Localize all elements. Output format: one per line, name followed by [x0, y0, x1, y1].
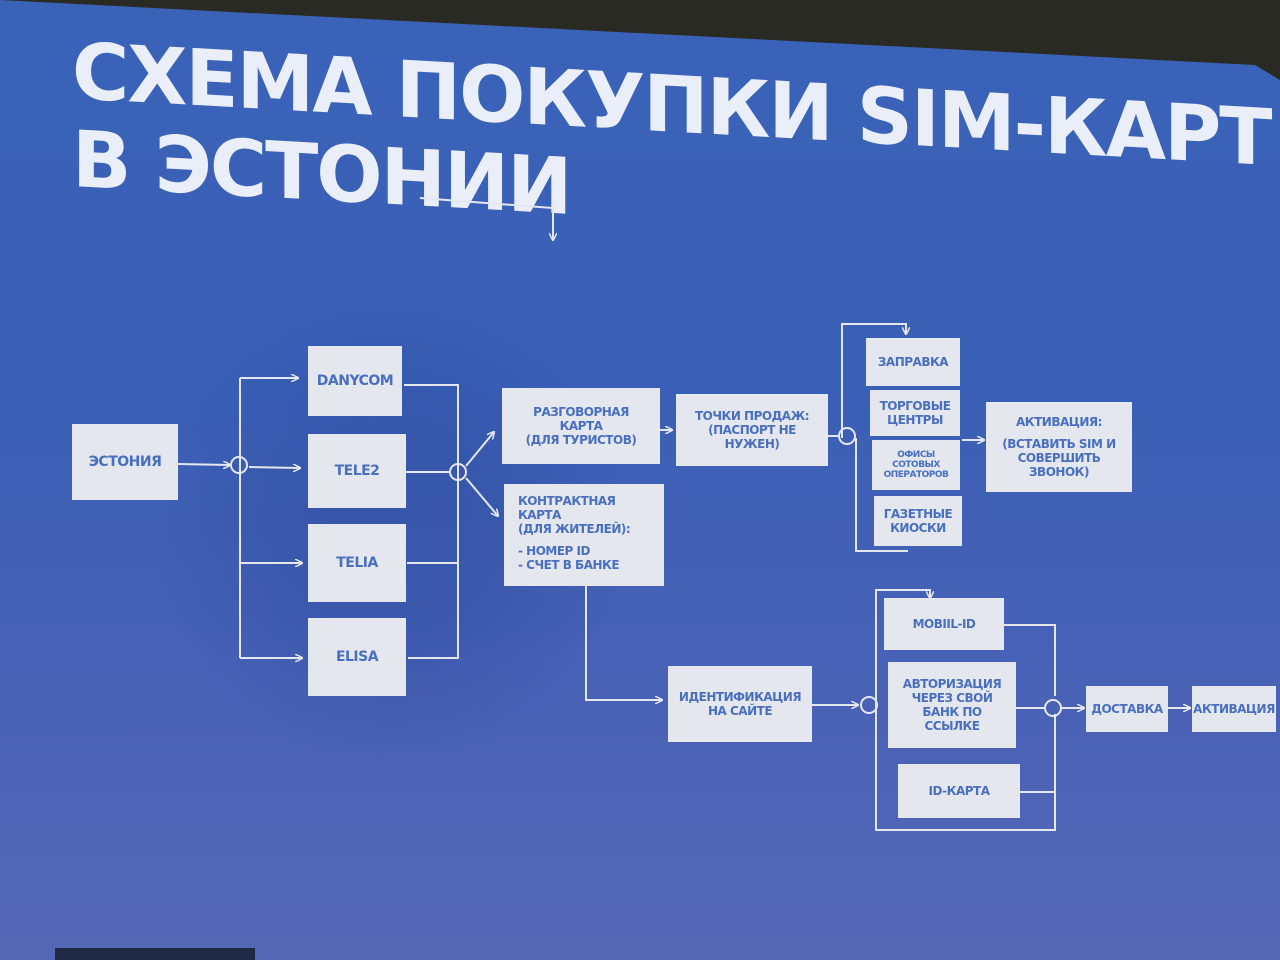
contract-line-1: КОНТРАКТНАЯ КАРТА — [518, 494, 616, 522]
offices-line-2: СОТОВЫХ — [892, 460, 940, 470]
bank-auth-line-1: АВТОРИЗАЦИЯ — [902, 677, 1002, 691]
activation-prepaid-line-4: СОВЕРШИТЬ ЗВОНОК) — [1017, 451, 1101, 479]
node-danycom-label: DANYCOM — [316, 373, 394, 389]
node-operator-offices: ОФИСЫ СОТОВЫХ ОПЕРАТОРОВ — [872, 440, 960, 490]
malls-line-2: ЦЕНТРЫ — [887, 413, 943, 427]
node-points-of-sale: ТОЧКИ ПРОДАЖ: (ПАСПОРТ НЕ НУЖЕН) — [676, 394, 828, 466]
node-contract-card: КОНТРАКТНАЯ КАРТА (ДЛЯ ЖИТЕЛЕЙ): - НОМЕР… — [504, 484, 664, 586]
delivery-label: ДОСТАВКА — [1091, 702, 1163, 716]
junction-auth — [1044, 699, 1062, 717]
contract-line-2: (ДЛЯ ЖИТЕЛЕЙ): — [518, 522, 631, 536]
newsstands-line-2: КИОСКИ — [890, 521, 946, 535]
retail-bracket-top — [841, 323, 906, 438]
node-site-identification: ИДЕНТИФИКАЦИЯ НА САЙТЕ — [668, 666, 812, 742]
node-danycom: DANYCOM — [308, 346, 402, 416]
node-delivery: ДОСТАВКА — [1086, 686, 1168, 732]
node-elisa-label: ELISA — [335, 649, 379, 665]
link-tele2 — [248, 467, 300, 468]
node-activation-final: АКТИВАЦИЯ — [1192, 686, 1276, 732]
pos-line-1: ТОЧКИ ПРОДАЖ: — [694, 409, 810, 423]
junction-identification — [860, 696, 878, 714]
operators-bus-right — [404, 384, 459, 659]
activation-final-label: АКТИВАЦИЯ — [1193, 702, 1275, 716]
link-to-contract — [465, 477, 498, 516]
activation-prepaid-line-3: (ВСТАВИТЬ SIM И — [1002, 437, 1116, 451]
bank-auth-line-2: ЧЕРЕЗ СВОЙ — [911, 691, 993, 705]
node-elisa: ELISA — [308, 618, 406, 696]
node-bank-auth: АВТОРИЗАЦИЯ ЧЕРЕЗ СВОЙ БАНК ПО ССЫЛКЕ — [888, 662, 1016, 748]
link-estonia-junction — [177, 464, 230, 465]
auth-bracket-bottom — [875, 705, 1056, 831]
link-contract-identification — [585, 586, 662, 700]
node-id-card: ID-КАРТА — [898, 764, 1020, 818]
junction-pos — [838, 427, 856, 445]
prepaid-line-2: (ДЛЯ ТУРИСТОВ) — [525, 433, 637, 447]
retail-bracket-bottom — [855, 438, 908, 552]
link-mobilid-junction — [1004, 624, 1056, 696]
bank-auth-line-3: БАНК ПО ССЫЛКЕ — [922, 705, 982, 733]
node-telia-label: TELIA — [336, 555, 378, 571]
malls-line-1: ТОРГОВЫЕ — [879, 399, 951, 413]
node-malls: ТОРГОВЫЕ ЦЕНТРЫ — [870, 390, 960, 436]
node-estonia: ЭСТОНИЯ — [72, 424, 178, 500]
junction-operators — [449, 463, 467, 481]
activation-prepaid-line-1: АКТИВАЦИЯ: — [1016, 415, 1102, 429]
node-estonia-label: ЭСТОНИЯ — [88, 454, 162, 470]
node-mobiil-id: MOBIIL-ID — [884, 598, 1004, 650]
newsstands-line-1: ГАЗЕТНЫЕ — [883, 507, 953, 521]
title-decor-arrow — [419, 197, 553, 240]
junction-estonia — [230, 456, 248, 474]
id-card-label: ID-КАРТА — [928, 784, 991, 798]
offices-line-3: ОПЕРАТОРОВ — [883, 470, 949, 480]
node-newsstands: ГАЗЕТНЫЕ КИОСКИ — [874, 496, 962, 546]
link-to-prepaid — [465, 432, 494, 467]
node-activation-prepaid: АКТИВАЦИЯ: (ВСТАВИТЬ SIM И СОВЕРШИТЬ ЗВО… — [986, 402, 1132, 492]
identification-line-2: НА САЙТЕ — [707, 704, 773, 718]
contract-line-5: - СЧЕТ В БАНКЕ — [518, 558, 620, 572]
pos-line-2: (ПАСПОРТ НЕ НУЖЕН) — [708, 423, 796, 451]
offices-line-1: ОФИСЫ — [897, 450, 935, 460]
prepaid-line-1: РАЗГОВОРНАЯ КАРТА — [533, 405, 629, 433]
contract-line-3 — [518, 536, 650, 544]
gas-station-label: ЗАПРАВКА — [877, 355, 949, 369]
auth-bracket-top — [875, 589, 930, 705]
activation-prepaid-line-2 — [994, 429, 1124, 437]
node-telia: TELIA — [308, 524, 406, 602]
mobiil-id-label: MOBIIL-ID — [912, 617, 976, 631]
node-tele2-label: TELE2 — [334, 463, 380, 479]
node-tele2: TELE2 — [308, 434, 406, 508]
contract-line-4: - НОМЕР ID — [518, 544, 590, 558]
node-prepaid-card: РАЗГОВОРНАЯ КАРТА (ДЛЯ ТУРИСТОВ) — [502, 388, 660, 464]
node-gas-station: ЗАПРАВКА — [866, 338, 960, 386]
identification-line-1: ИДЕНТИФИКАЦИЯ — [678, 690, 802, 704]
footer-logo-strip — [55, 948, 255, 960]
